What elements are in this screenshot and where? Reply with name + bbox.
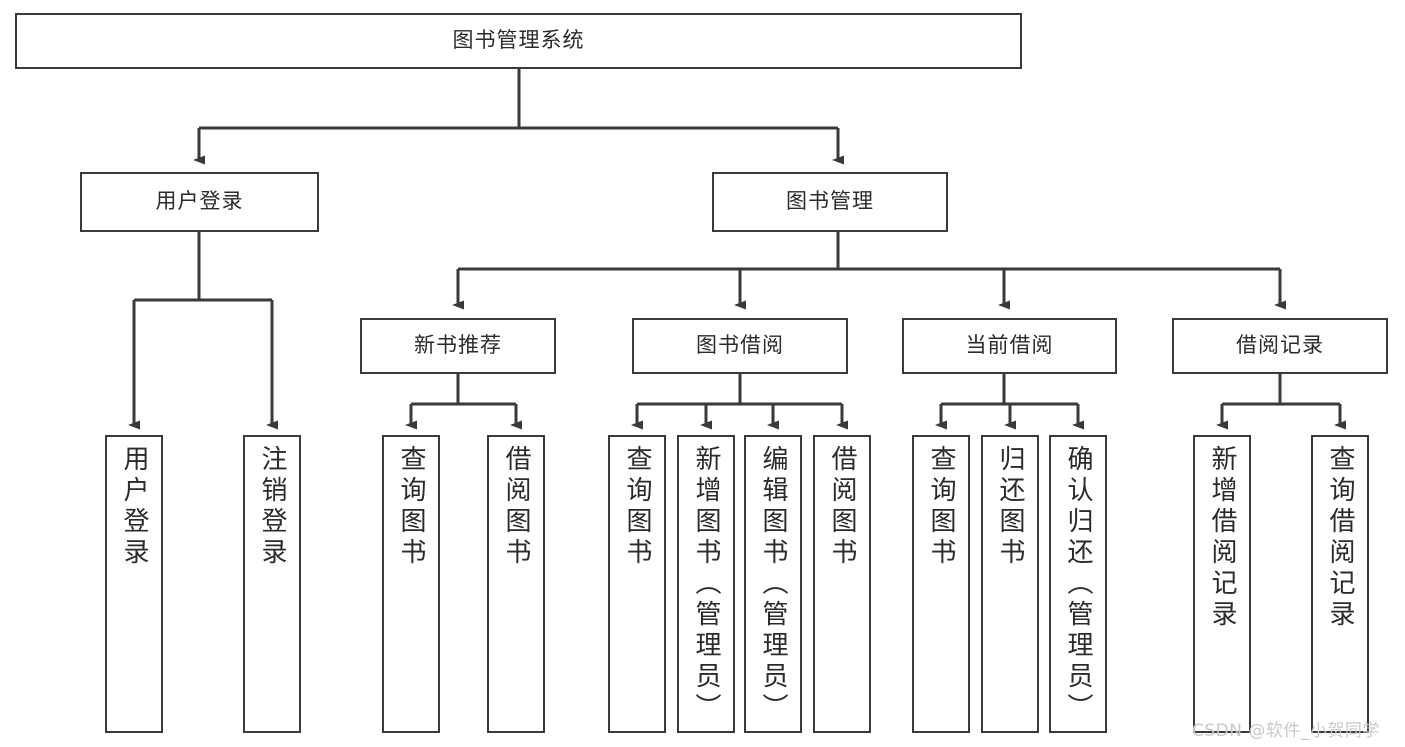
leaf-label: 归还图书 [995,445,1025,569]
leaf-label: 编辑图书（管理员） [758,445,788,724]
node-borrow-record-label: 借阅记录 [1236,333,1324,358]
leaf-label: 借阅图书 [501,445,531,569]
leaf-label: 查询借阅记录 [1325,445,1355,631]
leaf-book-borrow-1[interactable]: 查询图书 [608,435,666,733]
node-book-manage-label: 图书管理 [786,189,874,214]
leaf-new-book-recommend-2[interactable]: 借阅图书 [487,435,545,733]
leaf-book-borrow-2[interactable]: 新增图书（管理员） [677,435,735,733]
node-book-manage[interactable]: 图书管理 [712,172,948,232]
node-borrow-record[interactable]: 借阅记录 [1172,318,1388,374]
node-current-borrow[interactable]: 当前借阅 [902,318,1117,374]
leaf-current-borrow-3[interactable]: 确认归还（管理员） [1049,435,1107,733]
leaf-borrow-record-2[interactable]: 查询借阅记录 [1311,435,1369,733]
csdn-watermark: CSDN @软件_小贺同学 [1192,721,1380,741]
node-book-borrow-label: 图书借阅 [696,333,784,358]
node-new-book-recommend[interactable]: 新书推荐 [360,318,556,374]
node-root-label: 图书管理系统 [452,28,585,53]
leaf-label: 查询图书 [926,445,956,569]
leaf-user-login-1[interactable]: 用户登录 [105,435,163,733]
node-current-borrow-label: 当前借阅 [965,333,1054,358]
leaf-label: 用户登录 [119,445,149,569]
leaf-new-book-recommend-1[interactable]: 查询图书 [382,435,440,733]
leaf-current-borrow-1[interactable]: 查询图书 [912,435,970,733]
leaf-label: 查询图书 [622,445,652,569]
leaf-book-borrow-3[interactable]: 编辑图书（管理员） [744,435,802,733]
node-user-login[interactable]: 用户登录 [80,172,319,232]
leaf-label: 新增图书（管理员） [691,445,721,724]
leaf-label: 确认归还（管理员） [1063,445,1093,724]
leaf-label: 新增借阅记录 [1207,445,1237,631]
leaf-user-login-2[interactable]: 注销登录 [243,435,301,733]
leaf-current-borrow-2[interactable]: 归还图书 [981,435,1039,733]
leaf-label: 查询图书 [396,445,426,569]
leaf-label: 注销登录 [257,445,287,569]
leaf-borrow-record-1[interactable]: 新增借阅记录 [1193,435,1251,733]
node-new-book-recommend-label: 新书推荐 [414,333,502,358]
leaf-label: 借阅图书 [827,445,857,569]
node-user-login-label: 用户登录 [155,189,244,214]
leaf-book-borrow-4[interactable]: 借阅图书 [813,435,871,733]
node-book-borrow[interactable]: 图书借阅 [632,318,848,374]
node-root[interactable]: 图书管理系统 [15,13,1022,69]
